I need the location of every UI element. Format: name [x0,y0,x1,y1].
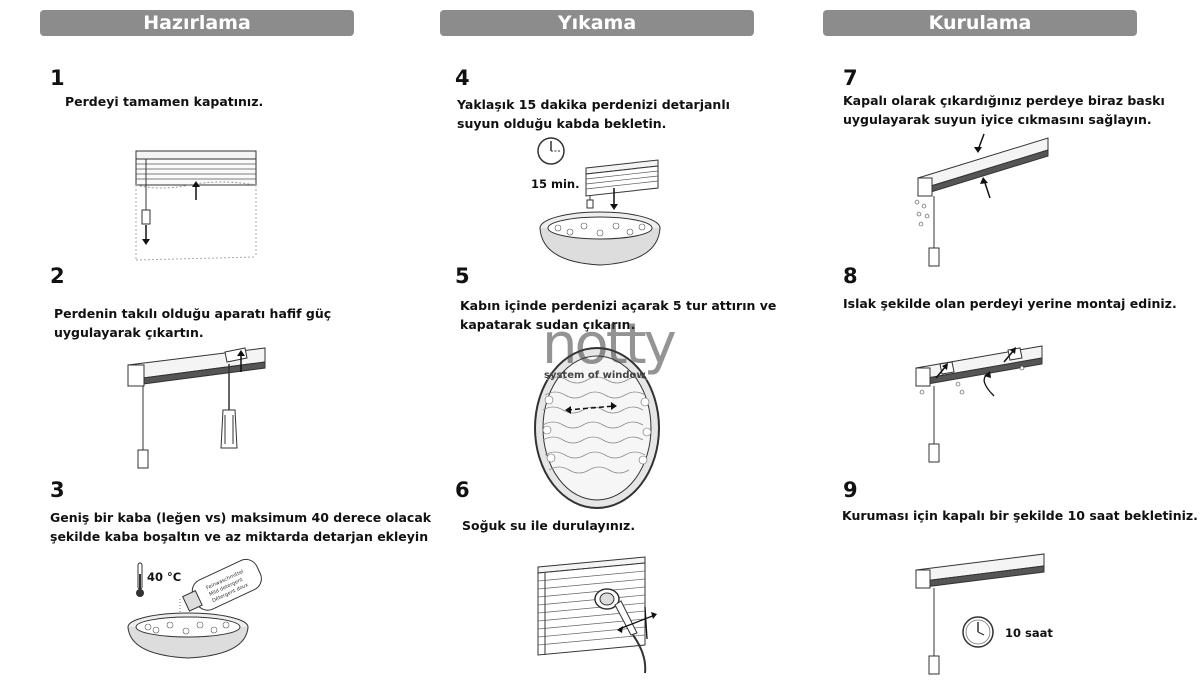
clock-icon [537,137,565,165]
section-header-washing: Yıkama [440,10,754,36]
step-number: 5 [455,264,470,288]
brand-watermark: notty [542,312,677,377]
drying-illustration [915,553,1045,675]
squeeze-water-illustration [914,133,1049,267]
step-text: Kapalı olarak çıkardığınız perdeye biraz… [843,93,1165,127]
step-number: 8 [843,264,858,288]
drying-time-label: 10 saat [1005,626,1053,640]
step-number: 9 [843,478,858,502]
step-text: Geniş bir kaba (leğen vs) maksimum 40 de… [50,510,432,544]
step-text: Soğuk su ile durulayınız. [462,518,636,533]
detergent-bowl-illustration: Feinwaschmittel Mild detergent Détergent… [127,558,262,659]
step-number: 6 [455,478,470,502]
step-number: 2 [50,264,65,288]
clock-icon [962,616,994,648]
remount-illustration [915,345,1043,463]
rinsing-illustration [537,556,657,674]
step-text: Islak şekilde olan perdeyi yerine montaj… [843,296,1177,311]
step-text: Kabın içinde perdenizi açarak 5 tur attı… [460,298,777,332]
brand-tagline: system of window [544,370,646,381]
timer-label: 15 min. [531,177,580,191]
section-header-drying: Kurulama [823,10,1137,36]
step-number: 3 [50,478,65,502]
bracket-removal-illustration [127,347,266,469]
thermometer-icon [136,562,144,597]
section-header-preparation: Hazırlama [40,10,354,36]
step-text: Perdenin takılı olduğu aparatı hafif güç… [54,306,332,340]
washing-basin-illustration [534,347,660,509]
soaking-bowl-illustration [539,159,661,266]
step-number: 1 [50,66,65,90]
step-number: 7 [843,66,858,90]
closed-blind-illustration [135,150,257,261]
step-text: Perdeyi tamamen kapatınız. [65,94,264,109]
temperature-label: 40 °C [147,570,182,584]
step-text: Kuruması için kapalı bir şekilde 10 saat… [842,508,1198,523]
step-number: 4 [455,66,470,90]
